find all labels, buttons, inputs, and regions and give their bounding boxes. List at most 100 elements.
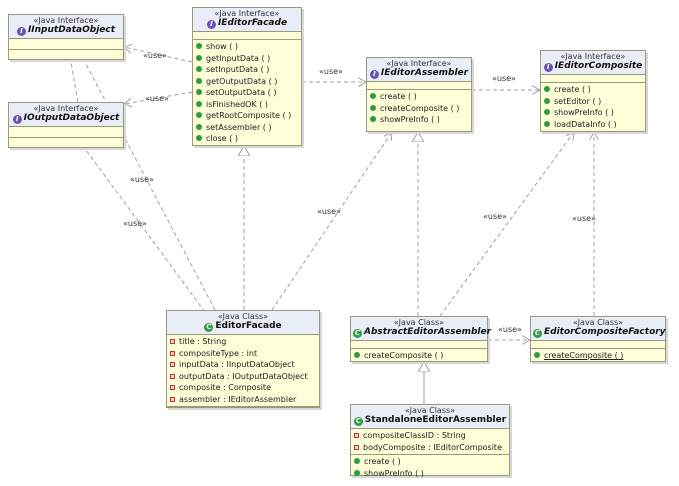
method-row[interactable]: isFinishedOK ( ) xyxy=(196,99,301,111)
edge-editorfacade-to-assembler xyxy=(271,132,392,311)
class-icon: C xyxy=(353,329,362,338)
private-field-icon xyxy=(170,350,175,356)
use-label: «use» xyxy=(319,67,343,76)
private-field-icon xyxy=(354,444,359,450)
public-method-icon xyxy=(544,97,550,104)
use-label: «use» xyxy=(123,219,147,228)
stereotype: «Java Class» xyxy=(393,318,445,327)
interface-icon: I xyxy=(543,63,553,72)
private-field-icon xyxy=(354,433,359,438)
method-row[interactable]: getOutputData ( ) xyxy=(196,76,301,88)
edge-facade-to-output xyxy=(124,91,193,104)
public-method-icon xyxy=(196,123,202,130)
method-row[interactable]: loadDataInfo ( ) xyxy=(544,119,645,131)
edge-abstract-to-composite xyxy=(439,132,574,317)
public-method-icon xyxy=(196,54,202,61)
private-field-icon xyxy=(170,385,175,390)
method-row[interactable]: createComposite ( ) xyxy=(534,350,665,362)
public-method-icon xyxy=(534,352,540,358)
field-row[interactable]: inputData : IInputDataObject xyxy=(170,359,319,371)
method-row[interactable]: setInputData ( ) xyxy=(196,64,301,76)
private-field-icon xyxy=(170,339,175,344)
edge-editorfacade-to-output xyxy=(80,142,206,313)
method-row[interactable]: create ( ) xyxy=(544,84,645,96)
field-row[interactable]: title : String xyxy=(170,336,319,348)
method-row[interactable]: create ( ) xyxy=(354,456,509,468)
use-label: «use» xyxy=(498,325,522,334)
public-method-icon xyxy=(370,93,376,99)
stereotype: «Java Interface» xyxy=(386,59,452,68)
method-row[interactable]: showPreInfo ( ) xyxy=(544,107,645,119)
class-icon: C xyxy=(353,417,363,426)
field-row[interactable]: bodyComposite : IEditorComposite xyxy=(354,442,509,454)
private-field-icon xyxy=(170,373,175,379)
interface-icon: I xyxy=(369,70,379,79)
class-icon: C xyxy=(204,323,214,332)
public-method-icon xyxy=(370,116,376,122)
class-name: IEditorAssembler xyxy=(380,68,469,78)
public-method-icon xyxy=(196,100,202,107)
fields-list: compositeClassID : String bodyComposite … xyxy=(351,429,509,455)
method-row[interactable]: createComposite ( ) xyxy=(354,350,487,362)
public-method-icon xyxy=(354,469,360,476)
stereotype: «Java Class» xyxy=(404,406,456,415)
class-name: EditorCompositeFactory xyxy=(544,327,666,337)
use-label: «use» xyxy=(143,51,167,60)
method-row[interactable]: close ( ) xyxy=(196,133,301,145)
method-row[interactable]: createComposite ( ) xyxy=(370,103,471,115)
stereotype: «Java Interface» xyxy=(33,16,99,25)
methods-list: createComposite ( ) xyxy=(531,349,665,363)
method-row[interactable]: create ( ) xyxy=(370,91,471,103)
method-row[interactable]: setAssembler ( ) xyxy=(196,122,301,134)
method-row[interactable]: showPreInfo ( ) xyxy=(354,468,509,480)
class-name: IEditorComposite xyxy=(554,61,643,71)
class-name: EditorFacade xyxy=(215,321,282,331)
interface-icon: I xyxy=(12,115,22,124)
public-method-icon xyxy=(544,86,550,92)
use-label: «use» xyxy=(317,207,341,216)
field-row[interactable]: compositeClassID : String xyxy=(354,430,509,442)
public-method-icon xyxy=(354,458,360,464)
field-row[interactable]: outputData : IOutputDataObject xyxy=(170,371,319,383)
class-name: IOutputDataObject xyxy=(23,113,120,123)
public-method-icon xyxy=(196,43,202,49)
methods-list: createComposite ( ) xyxy=(351,349,487,363)
private-field-icon xyxy=(170,362,175,367)
interface-icon: I xyxy=(206,20,216,29)
method-row[interactable]: showPreInfo ( ) xyxy=(370,114,471,126)
public-method-icon xyxy=(196,89,202,95)
method-row[interactable]: getInputData ( ) xyxy=(196,53,301,65)
class-icon: C xyxy=(533,329,542,338)
method-row[interactable]: getRootComposite ( ) xyxy=(196,110,301,122)
field-row[interactable]: composite : Composite xyxy=(170,382,319,394)
field-row[interactable]: assembler : IEditorAssembler xyxy=(170,394,319,406)
methods-list: create ( ) setEditor ( ) showPreInfo ( )… xyxy=(541,83,645,131)
public-method-icon xyxy=(196,66,202,72)
public-method-icon xyxy=(544,120,550,127)
public-method-icon xyxy=(196,112,202,118)
methods-list: create ( ) createComposite ( ) showPreIn… xyxy=(367,90,471,127)
stereotype: «Java Class» xyxy=(572,318,624,327)
field-row[interactable]: compositeType : int xyxy=(170,348,319,360)
methods-list: show ( ) getInputData ( ) setInputData (… xyxy=(193,40,301,146)
method-row[interactable]: setOutputData ( ) xyxy=(196,87,301,99)
class-name: StandaloneEditorAssembler xyxy=(364,415,507,425)
edge-output-to-input xyxy=(68,45,79,103)
class-name: AbstractEditorAssembler xyxy=(364,327,492,337)
stereotype: «Java Class» xyxy=(217,312,269,321)
use-label: «use» xyxy=(492,74,516,83)
method-row[interactable]: setEditor ( ) xyxy=(544,96,645,108)
method-row[interactable]: show ( ) xyxy=(196,41,301,53)
stereotype: «Java Interface» xyxy=(560,52,626,61)
